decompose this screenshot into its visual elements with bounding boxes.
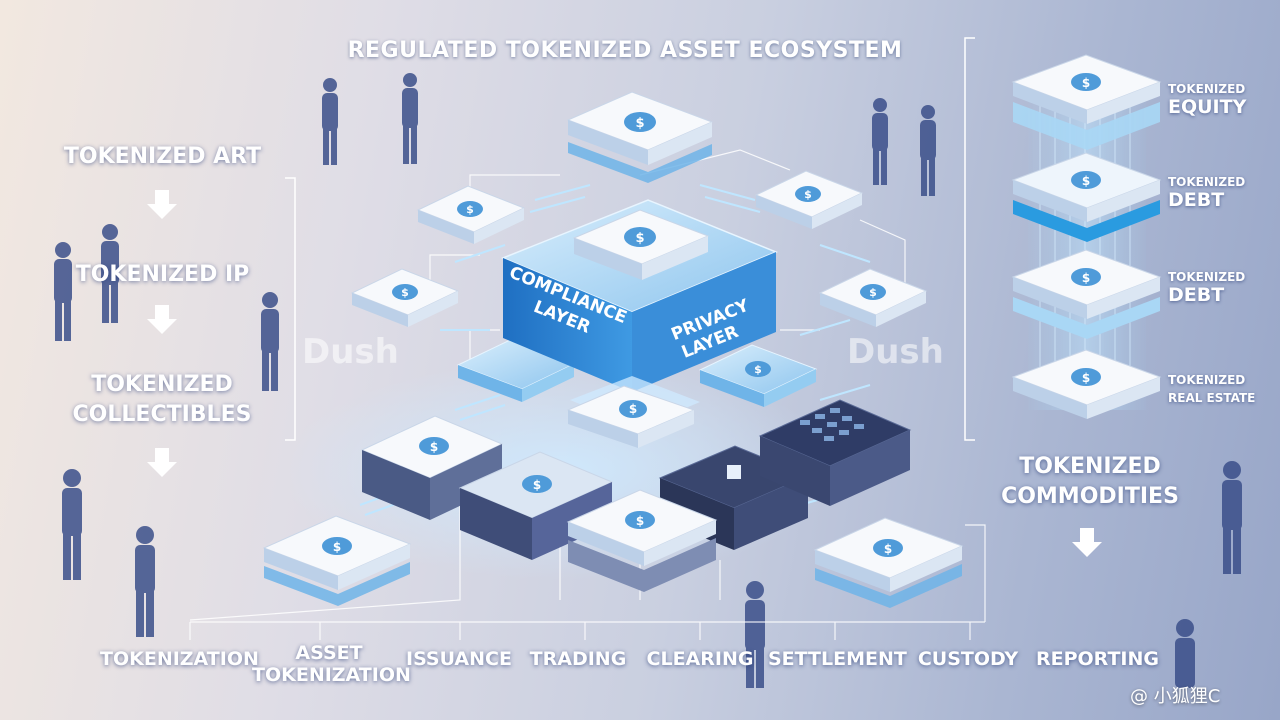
right-label-big: EQUITY [1168, 96, 1247, 118]
bottom-label-clearing: CLEARING [646, 648, 754, 670]
label-tokenized-commodities: TOKENIZED COMMODITIES [1001, 454, 1179, 509]
bottom-label-settlement: SETTLEMENT [768, 648, 907, 670]
arrow-down-icon [147, 305, 177, 334]
svg-text:$: $ [1082, 76, 1090, 90]
right-label-big: DEBT [1168, 189, 1225, 211]
bottom-label-asset-line1: ASSET [295, 642, 363, 664]
left-bracket [285, 177, 296, 441]
platform-glow-left [456, 339, 576, 402]
asset-card-bottom-center: $ [566, 489, 718, 592]
svg-text:$: $ [629, 402, 637, 416]
right-bracket [964, 37, 975, 441]
asset-card-bottom-left: $ [262, 515, 412, 606]
svg-text:$: $ [636, 514, 644, 528]
right-label-debt-2: TOKENIZED DEBT [1168, 268, 1268, 306]
bottom-label-asset-tokenization: ASSET TOKENIZATION [252, 642, 411, 686]
bottom-label-asset-line2: TOKENIZATION [252, 664, 411, 686]
svg-text:$: $ [754, 363, 762, 376]
left-label-art: TOKENIZED ART [63, 144, 262, 169]
arrow-down-icon [1072, 528, 1102, 557]
bottom-label-trading: TRADING [529, 648, 627, 670]
left-flow-arrows [147, 190, 1102, 557]
right-label-small: TOKENIZED [1168, 82, 1246, 96]
svg-text:$: $ [430, 440, 438, 454]
platform-lower-right-grid [758, 399, 912, 506]
svg-text:$: $ [635, 231, 644, 246]
svg-text:$: $ [1082, 371, 1090, 385]
left-label-collectibles: TOKENIZED COLLECTIBLES [72, 372, 252, 427]
right-label-small: TOKENIZED [1168, 373, 1246, 387]
asset-card-bottom-right: $ [813, 517, 964, 608]
right-token-tower: $ $ $ $ [1011, 54, 1162, 419]
arrow-down-icon [147, 448, 177, 477]
platform-glow-right: $ [698, 344, 818, 407]
svg-text:$: $ [869, 286, 877, 299]
svg-text:$: $ [884, 542, 892, 556]
brand-dush-right: Dush [847, 332, 944, 372]
bottom-label-tokenization: TOKENIZATION [100, 648, 259, 670]
svg-text:$: $ [466, 203, 474, 216]
arrow-down-icon [147, 190, 177, 219]
bottom-label-reporting: REPORTING [1036, 648, 1159, 670]
right-label-debt-1: TOKENIZED DEBT [1168, 173, 1268, 211]
svg-text:$: $ [635, 116, 644, 131]
right-label-big: REAL ESTATE [1168, 391, 1256, 405]
svg-text:$: $ [1082, 271, 1090, 285]
right-label-equity: TOKENIZED EQUITY [1168, 80, 1268, 118]
brand-dush-left: Dush [302, 332, 399, 372]
svg-text:$: $ [1082, 174, 1090, 188]
people-silhouettes [54, 73, 1242, 688]
asset-card-upper-left: $ [416, 185, 526, 244]
right-label-real-estate: TOKENIZED REAL ESTATE [1168, 371, 1268, 407]
asset-card-mid-right: $ [818, 268, 928, 327]
right-label-small: TOKENIZED [1168, 175, 1246, 189]
asset-card-upper-right: $ [754, 170, 864, 229]
asset-card-top: $ [566, 91, 714, 183]
left-label-ip: TOKENIZED IP [75, 262, 250, 287]
asset-card-mid-left: $ [350, 268, 460, 327]
cube-icon [727, 465, 741, 479]
svg-text:$: $ [804, 188, 812, 201]
platform-lower-left: $ [360, 415, 504, 520]
diagram-title: REGULATED TOKENIZED ASSET ECOSYSTEM [347, 38, 903, 63]
bottom-label-issuance: ISSUANCE [406, 648, 512, 670]
watermark: @ 小狐狸C [1130, 686, 1221, 707]
svg-text:$: $ [533, 478, 541, 492]
right-label-big: DEBT [1168, 284, 1225, 306]
bottom-label-custody: CUSTODY [917, 648, 1019, 670]
svg-text:$: $ [401, 286, 409, 299]
svg-text:$: $ [333, 540, 341, 554]
asset-card-center-lower: $ [566, 385, 696, 448]
right-label-small: TOKENIZED [1168, 270, 1246, 284]
